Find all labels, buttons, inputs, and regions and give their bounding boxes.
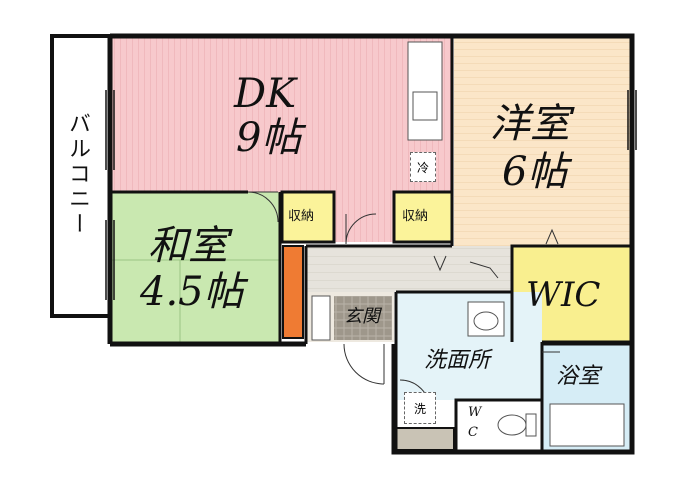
wic-label: WIC xyxy=(526,275,601,315)
toilet-label-w: W xyxy=(468,405,482,420)
western-name: 洋室 xyxy=(490,101,570,147)
bathtub xyxy=(549,403,625,447)
japanese-name: 和室 xyxy=(148,223,228,269)
japanese-size: 4.5帖 xyxy=(140,269,244,315)
balcony-label: バルコニー xyxy=(65,112,90,237)
washer-icon: 洗 xyxy=(404,392,436,424)
washroom-label: 洗面所 xyxy=(424,348,491,373)
western-floor xyxy=(454,38,632,246)
storage-right-label: 収納 xyxy=(402,209,429,224)
fridge-icon: 冷 xyxy=(410,152,436,182)
storage-left-label: 収納 xyxy=(288,209,315,224)
outer-walls xyxy=(107,33,635,455)
kitchen-counter xyxy=(407,41,443,141)
storage-left xyxy=(280,190,336,244)
western-size: 6帖 xyxy=(502,149,568,195)
toilet-label-c: C xyxy=(468,425,478,440)
japanese-floor xyxy=(112,192,280,342)
arrows xyxy=(433,228,559,279)
bottom-storage xyxy=(395,427,455,451)
interior-walls xyxy=(112,36,632,452)
orange-panel xyxy=(282,245,304,339)
balcony-area xyxy=(50,34,112,318)
corridor xyxy=(306,246,512,292)
dk-size: 9帖 xyxy=(236,115,302,161)
dk-name: DK xyxy=(234,71,296,117)
windows xyxy=(105,90,637,300)
kitchen-sink xyxy=(412,91,438,121)
entrance-label: 玄関 xyxy=(344,306,380,327)
bath-label: 浴室 xyxy=(556,364,601,389)
entrance-tile xyxy=(334,296,392,340)
